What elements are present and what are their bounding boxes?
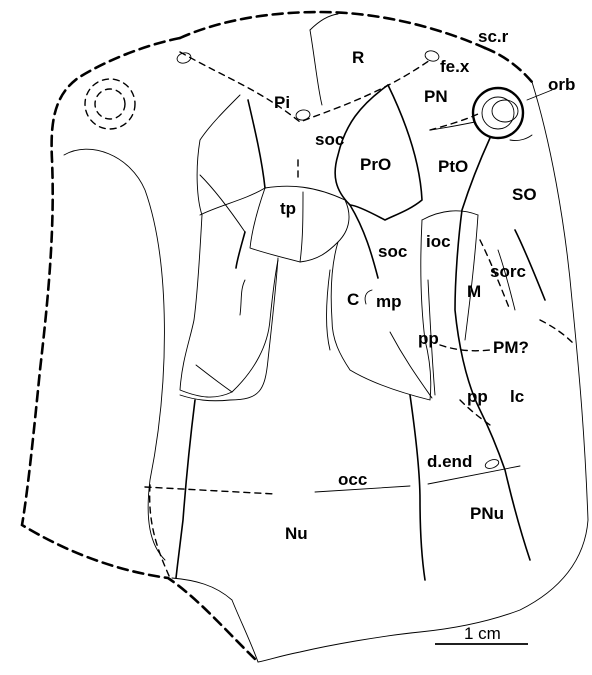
- label-d-end: d.end: [427, 452, 472, 471]
- label-C: C: [347, 290, 359, 309]
- label-Nu: Nu: [285, 524, 308, 543]
- scale-bar: 1 cm: [435, 624, 528, 644]
- label-R: R: [352, 48, 364, 67]
- label-PrO: PrO: [360, 155, 391, 174]
- sensory-pit-right: [424, 49, 440, 62]
- label-PN: PN: [424, 87, 448, 106]
- label-PM: PM?: [493, 338, 529, 357]
- label-soc-mid: soc: [378, 242, 407, 261]
- label-PtO: PtO: [438, 157, 468, 176]
- label-M: M: [467, 282, 481, 301]
- label-pp-lower: pp: [467, 387, 488, 406]
- right-orbit: [473, 88, 552, 138]
- label-PNu: PNu: [470, 504, 504, 523]
- label-ioc: ioc: [426, 232, 451, 251]
- left-orbit: [85, 79, 135, 129]
- label-pp-upper: pp: [418, 329, 439, 348]
- labels: R sc.r fe.x orb Pi PN soc PrO PtO SO tp …: [274, 27, 575, 543]
- label-lc: lc: [510, 387, 524, 406]
- endolymphatic-duct: [484, 458, 500, 470]
- label-Pi: Pi: [274, 93, 290, 112]
- label-SO: SO: [512, 185, 537, 204]
- label-sorc: sorc: [490, 262, 526, 281]
- label-tp: tp: [280, 199, 296, 218]
- left-margin-line: [64, 149, 170, 578]
- rostral-region: [176, 14, 440, 122]
- label-sc-r: sc.r: [478, 27, 509, 46]
- label-mp: mp: [376, 292, 402, 311]
- label-soc-top: soc: [315, 130, 344, 149]
- label-fe-x: fe.x: [440, 57, 470, 76]
- scale-bar-label: 1 cm: [464, 624, 501, 643]
- label-orb: orb: [548, 75, 575, 94]
- label-occ: occ: [338, 470, 367, 489]
